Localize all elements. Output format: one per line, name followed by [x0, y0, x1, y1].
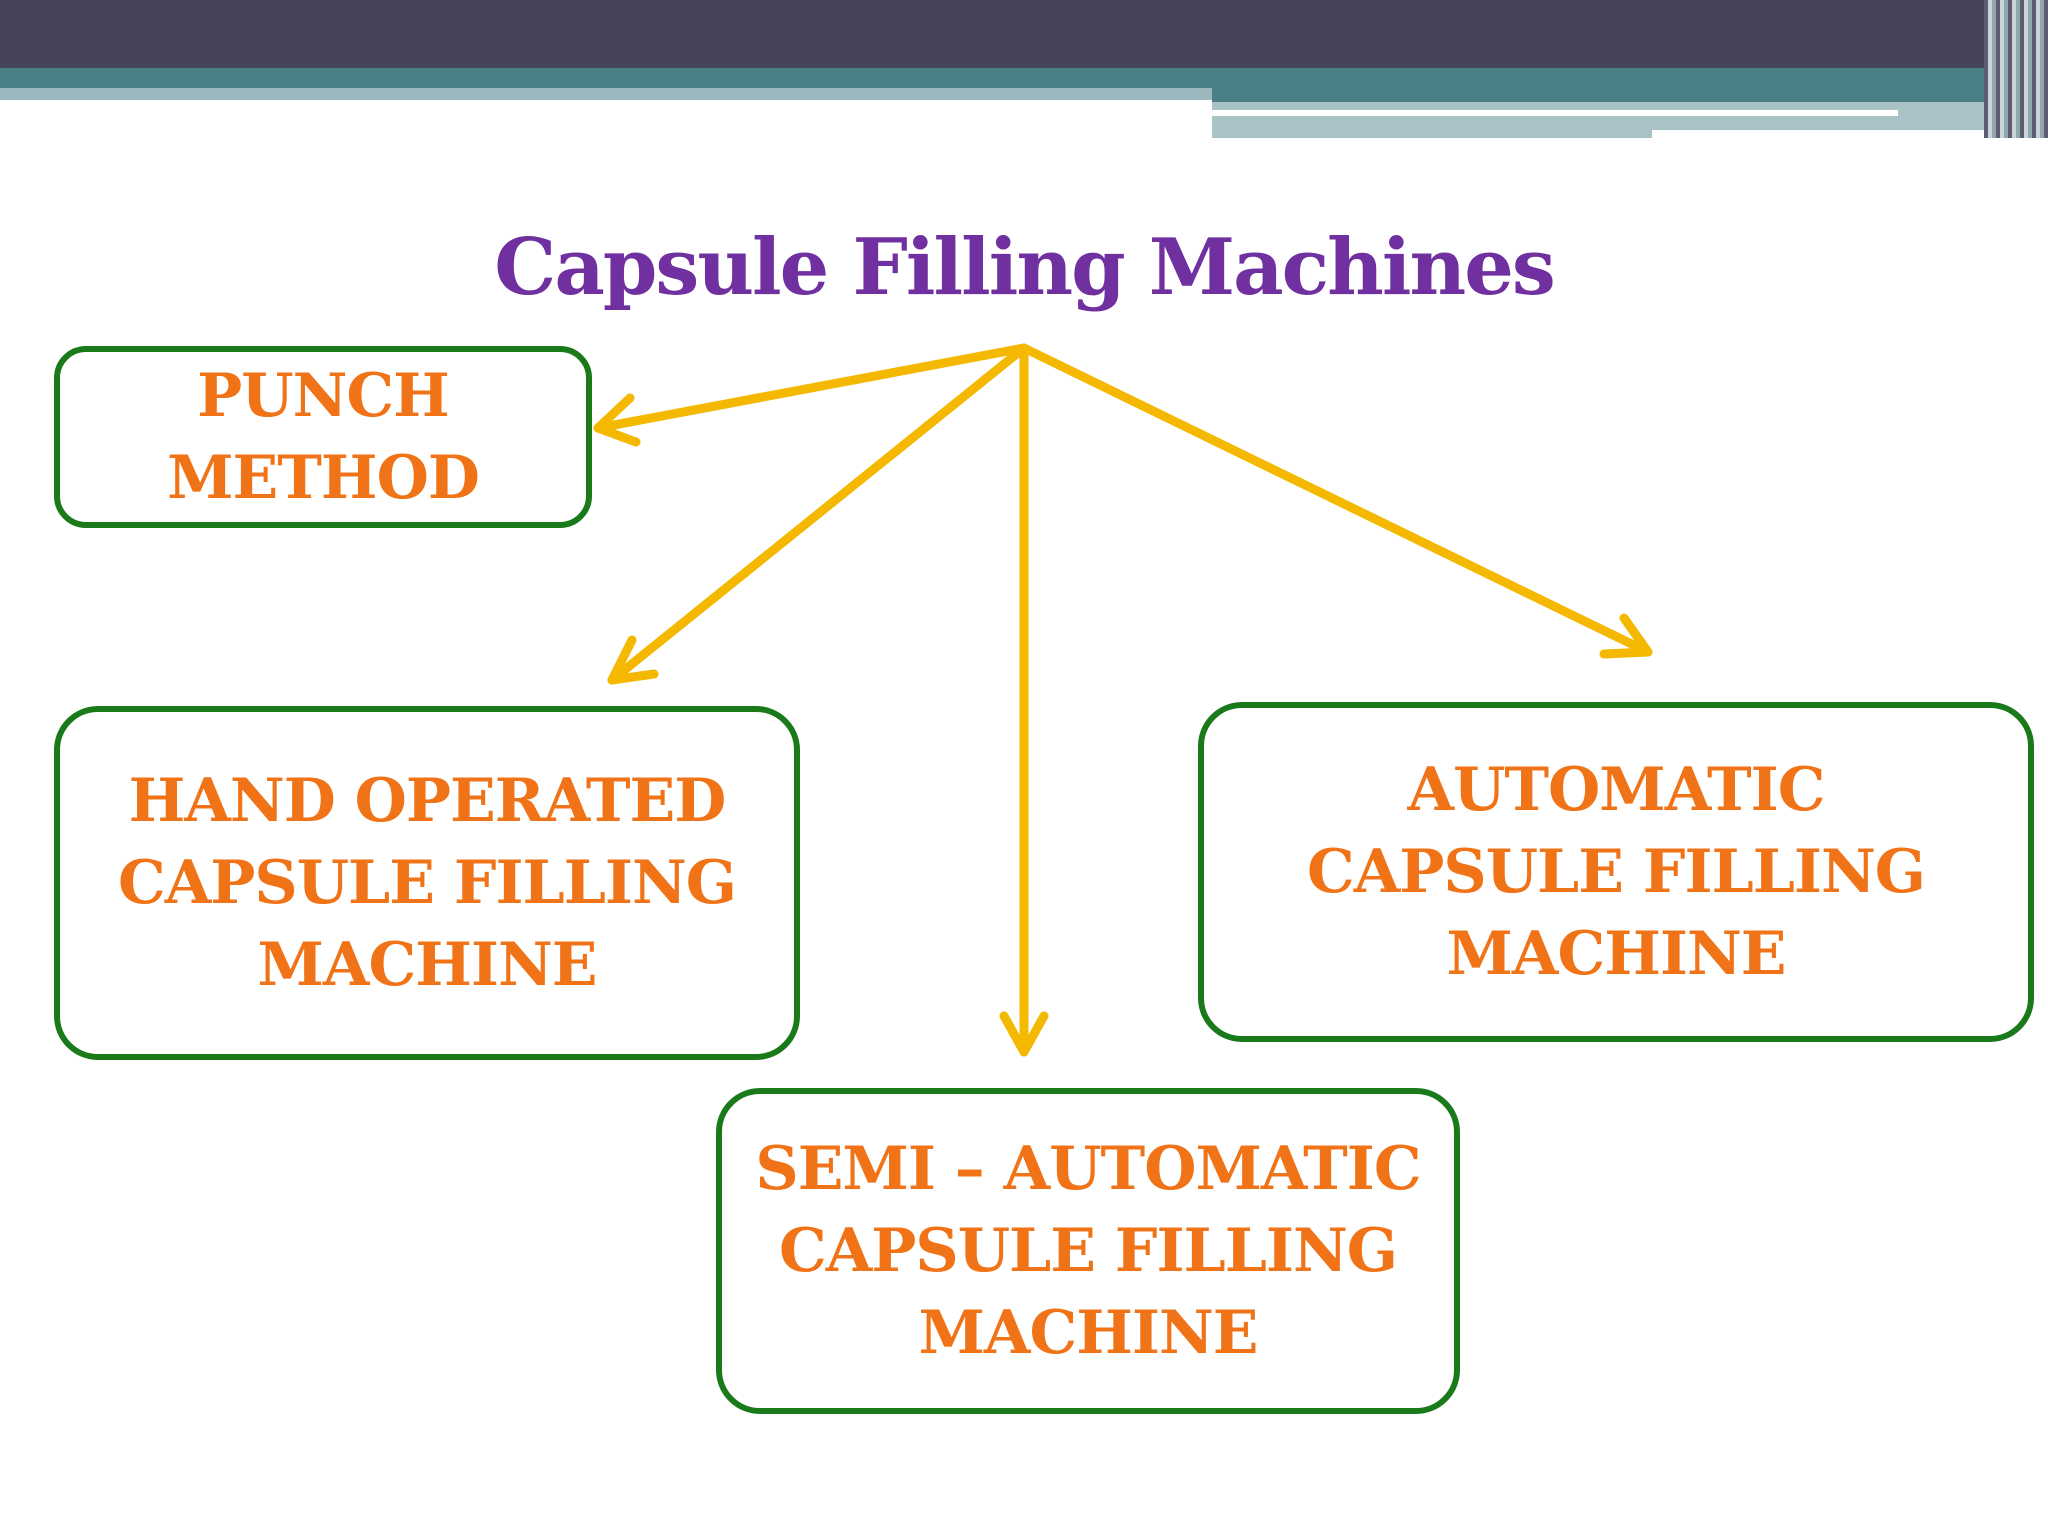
arrow-to-hand — [607, 343, 1029, 685]
node-semi-line-3: MACHINE — [918, 1298, 1258, 1368]
node-auto-line-2: CAPSULE FILLING — [1306, 837, 1926, 907]
node-semi-automatic: SEMI – AUTOMATIC CAPSULE FILLING MACHINE — [716, 1088, 1460, 1414]
node-automatic: AUTOMATIC CAPSULE FILLING MACHINE — [1198, 702, 2034, 1042]
node-punch-line-1: PUNCH — [197, 361, 450, 431]
node-hand-line-3: MACHINE — [257, 930, 597, 1000]
node-semi-line-1: SEMI – AUTOMATIC — [755, 1134, 1421, 1204]
header-edge-stripes — [1984, 0, 2048, 138]
header-white-line-short — [1652, 130, 1992, 138]
arrowhead-semi — [999, 1011, 1049, 1057]
node-hand-line-2: CAPSULE FILLING — [117, 848, 737, 918]
node-auto-line-1: AUTOMATIC — [1407, 755, 1826, 825]
node-semi-line-2: CAPSULE FILLING — [778, 1216, 1398, 1286]
header-teal-bar-right — [1212, 88, 1992, 102]
header-dark-bar — [0, 0, 1992, 68]
header-white-line — [1212, 110, 1898, 116]
node-auto-line-3: MACHINE — [1446, 919, 1786, 989]
header-light-bar-left — [0, 88, 1212, 100]
node-punch-line-2: METHOD — [167, 443, 480, 513]
header-teal-bar — [0, 68, 2048, 88]
slide-title: Capsule Filling Machines — [494, 222, 1555, 313]
arrowhead-auto — [1599, 613, 1653, 659]
arrow-to-punch — [593, 343, 1029, 433]
arrowhead-hand — [607, 635, 659, 685]
header-decoration — [0, 0, 2048, 138]
node-hand-line-1: HAND OPERATED — [128, 766, 727, 836]
arrow-to-auto — [1019, 343, 1653, 657]
arrowhead-punch — [593, 393, 641, 447]
node-punch-method: PUNCH METHOD — [54, 346, 592, 528]
node-hand-operated: HAND OPERATED CAPSULE FILLING MACHINE — [54, 706, 800, 1060]
